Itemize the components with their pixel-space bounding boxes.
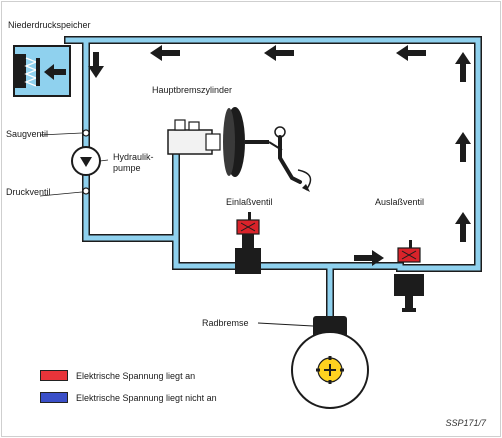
arrow-right-icon (354, 250, 384, 266)
label-hauptbremszylinder: Hauptbremszylinder (152, 85, 233, 95)
label-hydraulikpumpe-2: pumpe (113, 163, 141, 173)
suction-valve-icon (82, 129, 90, 137)
arrow-up-icon (455, 52, 471, 82)
arrow-up-icon (455, 132, 471, 162)
inlet-valve (235, 212, 261, 274)
flow-arrows (88, 45, 471, 266)
label-auslassventil: Auslaßventil (375, 197, 425, 207)
legend-item-voltage-off: Elektrische Spannung liegt nicht an (40, 392, 217, 403)
label-niederdruckspeicher: Niederdruckspeicher (8, 20, 91, 30)
legend-label: Elektrische Spannung liegt nicht an (76, 392, 217, 403)
label-hydraulikpumpe-1: Hydraulik- (113, 152, 154, 162)
label-einlassventil: Einlaßventil (226, 197, 273, 207)
legend-swatch-blue (40, 392, 68, 403)
label-druckventil: Druckventil (6, 187, 51, 197)
legend-label: Elektrische Spannung liegt an (76, 370, 196, 381)
arrow-up-icon (455, 212, 471, 242)
leader-lines (39, 132, 109, 197)
pressure-valve-icon (82, 187, 90, 195)
arrow-down-icon (88, 52, 104, 78)
outlet-valve (394, 240, 424, 312)
master-brake-cylinder (167, 107, 312, 192)
label-saugventil: Saugventil (6, 129, 49, 139)
arrow-left-icon (264, 45, 294, 61)
label-radbremse: Radbremse (202, 318, 249, 328)
figure-code: SSP171/7 (445, 418, 486, 428)
legend-item-voltage-on: Elektrische Spannung liegt an (40, 370, 195, 381)
hydraulic-pump (71, 129, 101, 195)
arrow-left-icon (396, 45, 426, 61)
arrow-left-icon (150, 45, 180, 61)
legend-swatch-red (40, 370, 68, 381)
flow-arrow-icon (44, 64, 66, 80)
wheel-brake (257, 316, 369, 409)
low-pressure-accumulator (13, 45, 71, 97)
